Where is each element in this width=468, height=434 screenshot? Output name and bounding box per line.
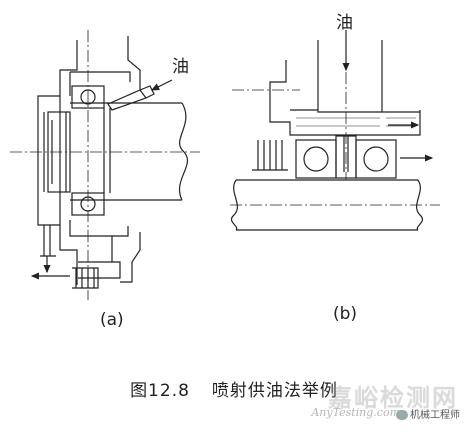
oil-label-a: 油 <box>172 57 189 77</box>
watermark-publisher-name: 机械工程师 <box>410 410 460 421</box>
bearing-b-left <box>295 139 337 179</box>
housing-a-inner <box>59 71 131 237</box>
oil-label-b: 油 <box>336 13 353 33</box>
panel-label-a: (a) <box>100 310 124 330</box>
figure-title: 喷射供油法举例 <box>211 381 338 401</box>
shaft-a <box>70 102 182 201</box>
watermark-main: 嘉峪检测网 <box>328 384 458 412</box>
figure-number: 图12.8 <box>130 381 190 401</box>
drain-a <box>40 225 56 257</box>
figure-caption: 图12.8 喷射供油法举例 <box>0 376 468 401</box>
nozzle-b <box>343 136 349 172</box>
diagram-a <box>10 30 200 300</box>
shaft-b-right-end <box>415 179 424 231</box>
pipe-a <box>78 236 121 279</box>
oil-arrow-a <box>150 79 173 91</box>
panel-label-b: (b) <box>333 304 358 324</box>
centerline-b <box>230 72 440 206</box>
fitting-a <box>72 267 99 289</box>
watermark-publisher: 机械工程师 <box>396 406 460 421</box>
ball-b-left <box>303 146 329 172</box>
wechat-icon <box>396 410 408 420</box>
diagram-b <box>230 30 440 231</box>
seal-b <box>252 140 288 171</box>
shaft-b-left-end <box>230 179 239 231</box>
bearing-b-right <box>355 139 397 179</box>
centerline-a <box>10 30 200 300</box>
watermark-url: AnyTesting.com <box>311 406 400 419</box>
spacer-a <box>103 108 111 193</box>
shaft-b <box>236 179 418 231</box>
nozzle-a <box>107 85 155 111</box>
housing-b-band <box>296 117 416 127</box>
ball-b-right <box>363 146 389 172</box>
shaft-a-break <box>179 102 189 201</box>
housing-b-upper <box>269 40 421 136</box>
housing-a-outline <box>37 36 141 285</box>
